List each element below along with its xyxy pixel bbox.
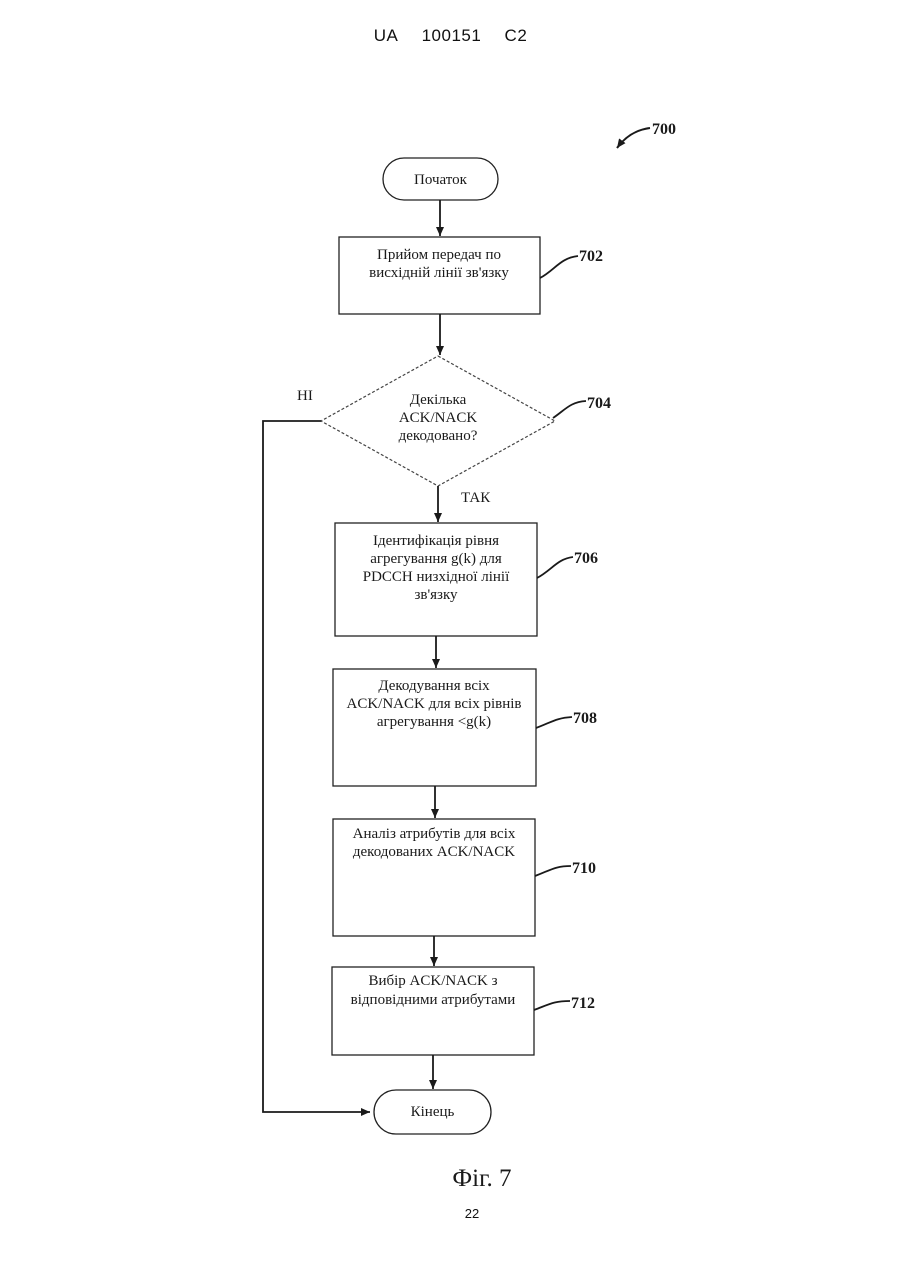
ref-708: 708 xyxy=(573,710,597,727)
ref-702: 702 xyxy=(579,248,603,265)
process-702-line-1: Прийом передач по xyxy=(377,247,501,263)
process-702: Прийом передач по висхідній лінії зв'язк… xyxy=(339,237,603,314)
decision-704-line-1: Декілька xyxy=(410,392,467,408)
process-710-line-2: декодованих ACK/NACK xyxy=(353,844,515,860)
decision-704: Декілька ACK/NACK декодовано? 704 xyxy=(321,356,611,486)
figure-reference: 700 xyxy=(617,121,676,148)
process-706-line-3: PDCCH низхідної лінії xyxy=(363,569,510,585)
process-708: Декодування всіх ACK/NACK для всіх рівні… xyxy=(333,669,597,786)
decision-704-line-3: декодовано? xyxy=(399,428,478,444)
process-706: Ідентифікація рівня агрегування g(k) для… xyxy=(335,523,598,636)
process-706-line-4: зв'язку xyxy=(414,587,458,603)
leader-702 xyxy=(540,256,578,278)
decision-704-line-2: ACK/NACK xyxy=(399,410,478,426)
page-number: 22 xyxy=(465,1206,479,1221)
start-terminator: Початок xyxy=(383,158,498,200)
start-label: Початок xyxy=(414,172,468,188)
leader-710 xyxy=(535,866,571,876)
figure-ref-label: 700 xyxy=(652,121,676,138)
process-708-line-1: Декодування всіх xyxy=(378,678,490,694)
leader-704 xyxy=(553,401,586,418)
process-710-line-1: Аналіз атрибутів для всіх xyxy=(353,826,516,842)
process-708-line-2: ACK/NACK для всіх рівнів xyxy=(347,696,522,712)
process-706-line-1: Ідентифікація рівня xyxy=(373,533,499,549)
ref-710: 710 xyxy=(572,860,596,877)
leader-708 xyxy=(536,717,572,728)
process-712-line-1: Вибір ACK/NACK з xyxy=(368,973,497,989)
branch-no-label: НІ xyxy=(297,388,313,404)
leader-706 xyxy=(537,557,573,578)
process-702-line-2: висхідній лінії зв'язку xyxy=(369,265,509,281)
ref-706: 706 xyxy=(574,550,598,567)
end-terminator: Кінець xyxy=(374,1090,491,1134)
ref-704: 704 xyxy=(587,395,611,412)
figure-caption: Фіг. 7 xyxy=(452,1165,511,1192)
end-label: Кінець xyxy=(411,1104,455,1120)
process-712: Вибір ACK/NACK з відповідними атрибутами… xyxy=(332,967,595,1055)
process-712-line-2: відповідними атрибутами xyxy=(351,992,516,1008)
leader-712 xyxy=(534,1001,570,1010)
branch-yes-label: ТАК xyxy=(461,490,491,506)
process-706-line-2: агрегування g(k) для xyxy=(370,551,502,567)
process-710: Аналіз атрибутів для всіх декодованих AC… xyxy=(333,819,596,936)
ref-712: 712 xyxy=(571,995,595,1012)
process-708-line-3: агрегування <g(k) xyxy=(377,714,491,730)
